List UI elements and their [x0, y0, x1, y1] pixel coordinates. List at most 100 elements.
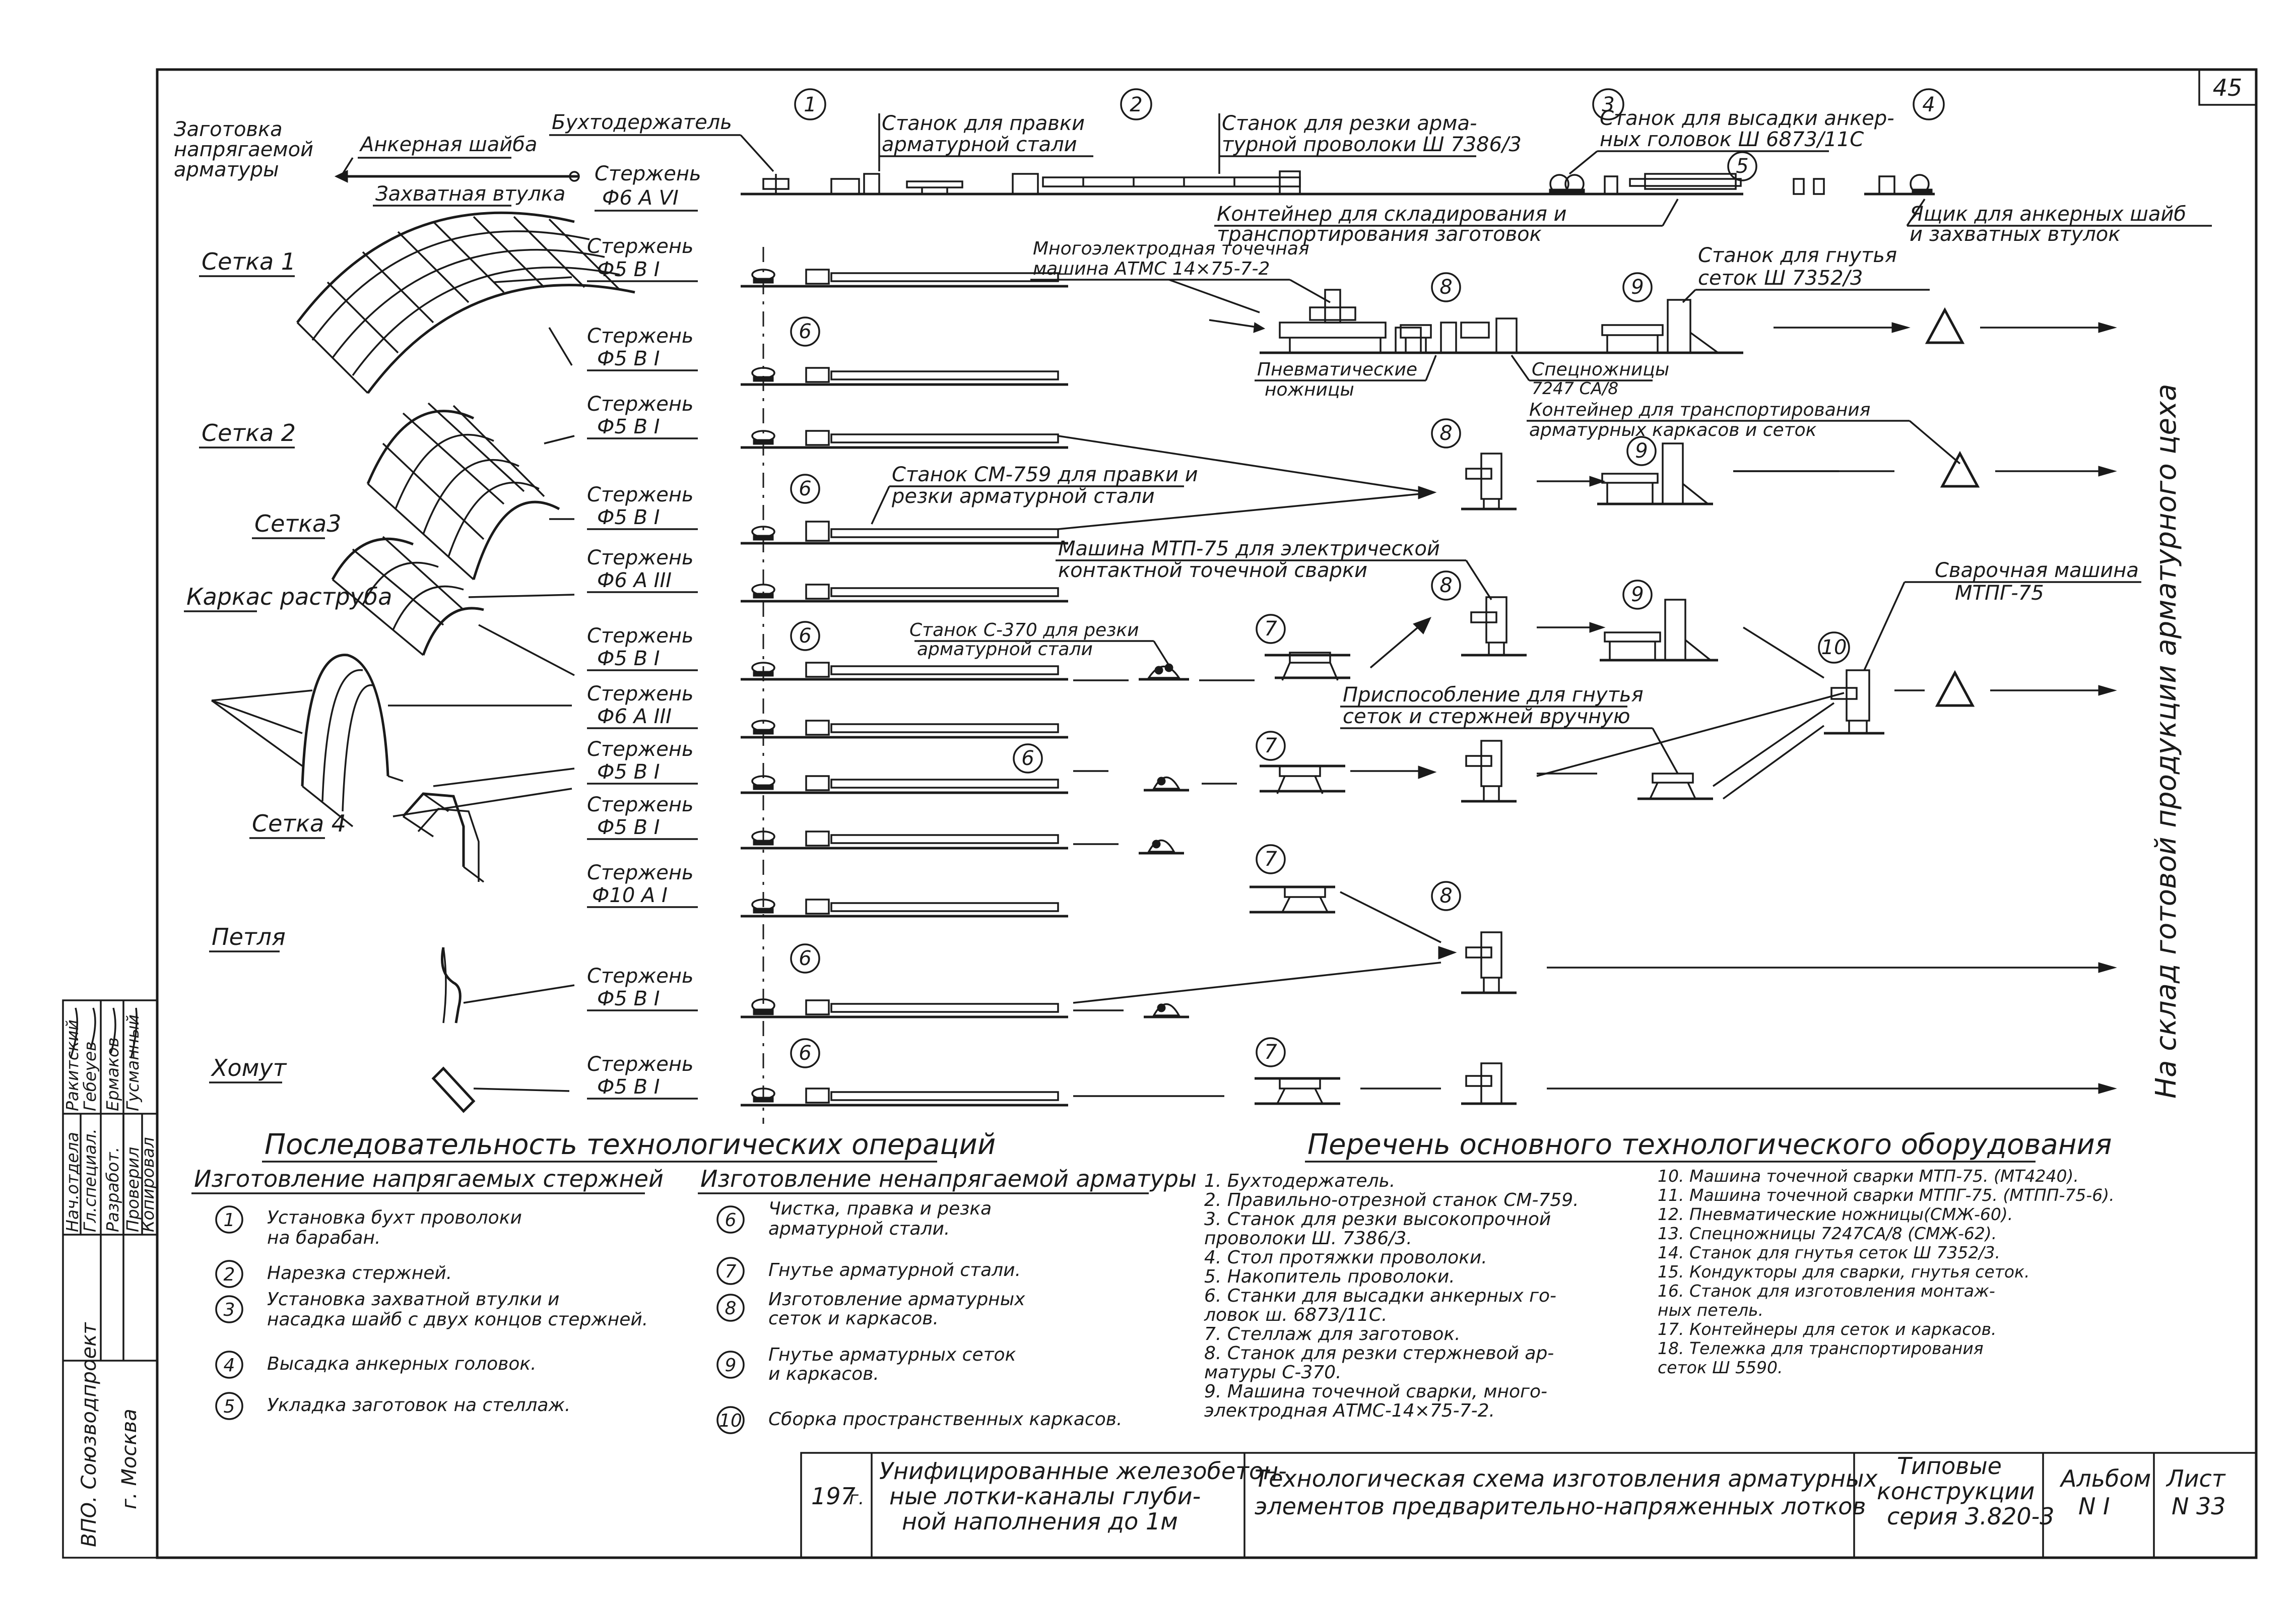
- label-karkas-rastruba: Каркас раструба: [186, 583, 392, 610]
- svg-text:10: 10: [1821, 636, 1847, 659]
- svg-text:ловок ш. 6873/11С.: ловок ш. 6873/11С.: [1204, 1305, 1387, 1325]
- title-year: 197: [811, 1483, 856, 1510]
- callout-6d: 6: [1013, 743, 1043, 774]
- label-svarochnaya-2: МТПГ-75: [1955, 582, 2044, 605]
- sequence-title: Последовательность технологических опера…: [265, 1128, 996, 1161]
- label-specnozhnicy-2: 7247 СА/8: [1532, 378, 1618, 398]
- svg-text:на барабан.: на барабан.: [267, 1228, 380, 1248]
- mtpg-welding-machine: [1824, 669, 1884, 735]
- bending-machine-2: [1597, 442, 1713, 505]
- bukhtoderzhatel-machine: [762, 174, 790, 194]
- callout-5: 5: [1727, 151, 1757, 181]
- svg-text:Укладка заготовок на стеллаж.: Укладка заготовок на стеллаж.: [267, 1395, 570, 1416]
- label-zakhvatnaya-vtulka: Захватная втулка: [375, 182, 565, 206]
- svg-text:Ф5 В I: Ф5 В I: [597, 347, 660, 370]
- line-row-3: [741, 430, 1068, 449]
- atms-welding-machine: [1279, 289, 1422, 354]
- svg-text:10. Машина точечной сварки МТП: 10. Машина точечной сварки МТП-75. (МТ42…: [1658, 1166, 2079, 1186]
- rod-top-line1: Стержень: [595, 162, 701, 185]
- svg-text:насадка шайб с двух концов сте: насадка шайб с двух концов стержней.: [267, 1309, 648, 1330]
- svg-text:7: 7: [1264, 848, 1277, 871]
- label-pnevmaticheskie-1: Пневматические: [1257, 359, 1417, 380]
- label-zagotovka-3: арматуры: [174, 158, 279, 181]
- callout-6e: 6: [790, 943, 820, 974]
- svg-text:ных петель.: ных петель.: [1658, 1300, 1763, 1320]
- svg-text:7. Стеллаж для заготовок.: 7. Стеллаж для заготовок.: [1204, 1324, 1461, 1345]
- svg-text:Стержень: Стержень: [587, 393, 694, 416]
- title-series-2: конструкции: [1877, 1478, 2035, 1505]
- svg-text:8: 8: [725, 1298, 737, 1319]
- svg-text:7: 7: [1264, 1041, 1277, 1064]
- svg-text:5: 5: [1736, 155, 1748, 178]
- label-khomut: Хомут: [211, 1054, 287, 1081]
- title-sheet-1: Лист: [2166, 1465, 2226, 1492]
- s370-cutter-1: [1139, 663, 1189, 681]
- mesh-3-drawing: [331, 536, 484, 656]
- callout-6b: 6: [790, 474, 820, 504]
- cutting-tables: [1400, 317, 1518, 354]
- callout-1: 1: [794, 88, 826, 120]
- label-stanok-sm759-2: резки арматурной стали: [891, 485, 1155, 508]
- svg-text:9. Машина точечной сварки, мно: 9. Машина точечной сварки, много-: [1204, 1381, 1547, 1402]
- svg-text:7: 7: [725, 1261, 737, 1282]
- svg-text:Стержень: Стержень: [587, 546, 694, 569]
- callout-8b: 8: [1431, 418, 1461, 449]
- svg-text:Ф5 В I: Ф5 В I: [597, 1075, 660, 1099]
- mtp-welding-machine-5: [1461, 1062, 1517, 1105]
- s370-cutter-4: [1144, 1003, 1189, 1018]
- mesh-4-drawing: [392, 788, 572, 883]
- svg-text:10: 10: [719, 1411, 742, 1431]
- svg-text:Гл.специал.: Гл.специал.: [80, 1128, 100, 1232]
- mesh-line-section: Многоэлектродная точечная машина АТМС 14…: [871, 238, 2141, 1105]
- svg-text:Разработ.: Разработ.: [103, 1147, 122, 1232]
- svg-text:5: 5: [224, 1396, 235, 1417]
- signatures: [70, 1007, 138, 1059]
- svg-text:Гусманный: Гусманный: [123, 1014, 143, 1111]
- svg-text:2. Правильно-отрезной станок С: 2. Правильно-отрезной станок СМ-759.: [1204, 1190, 1579, 1210]
- svg-text:Копировал: Копировал: [138, 1137, 158, 1232]
- mtp-welding-machine-3: [1461, 740, 1517, 803]
- label-petlya: Петля: [212, 923, 286, 950]
- title-series-3: серия 3.820-3: [1887, 1503, 2055, 1530]
- label-prisposoblenie-1: Приспособление для гнутья: [1343, 683, 1644, 707]
- callout-7b: 7: [1256, 731, 1286, 761]
- sequence-col1-title: Изготовление напрягаемых стержней: [194, 1165, 664, 1192]
- line-row-11: [741, 998, 1068, 1018]
- title-series-1: Типовые: [1897, 1452, 2002, 1480]
- bending-jig-2: [1260, 764, 1345, 794]
- mtp-welding-machine-1: [1461, 453, 1517, 510]
- svg-text:матуры С-370.: матуры С-370.: [1204, 1362, 1342, 1383]
- svg-text:15. Кондукторы для сварки, гну: 15. Кондукторы для сварки, гнутья сеток.: [1658, 1262, 2029, 1282]
- label-mnogoelektrodnaya-1: Многоэлектродная точечная: [1033, 238, 1309, 259]
- svg-text:Нач.отдела: Нач.отдела: [62, 1132, 82, 1232]
- equipment-col2: 10. Машина точечной сварки МТП-75. (МТ42…: [1658, 1166, 2115, 1377]
- label-specnozhnicy-1: Спецножницы: [1532, 359, 1669, 380]
- prestressed-rod-row: Заготовка напрягаемой арматуры Анкерная …: [174, 88, 2212, 246]
- svg-text:9: 9: [725, 1355, 737, 1376]
- svg-text:Ф5 В I: Ф5 В I: [597, 258, 660, 281]
- bending-machine-1: [1601, 299, 1719, 354]
- mesh-1-drawing: [296, 211, 635, 394]
- svg-text:9: 9: [1631, 276, 1644, 299]
- label-stanok-pravki-2: арматурной стали: [882, 133, 1077, 156]
- svg-text:6: 6: [725, 1210, 737, 1231]
- svg-text:8: 8: [1439, 422, 1452, 445]
- grip-sleeve-icon: [569, 171, 580, 182]
- svg-text:16. Станок для изготовления мо: 16. Станок для изготовления монтаж-: [1658, 1281, 1995, 1301]
- svg-text:14. Станок для гнутья сеток Ш: 14. Станок для гнутья сеток Ш 7352/3.: [1658, 1243, 2000, 1262]
- cage-drawing: [211, 654, 404, 827]
- line-row-2: [741, 367, 1068, 386]
- label-stanok-s370-1: Станок С-370 для резки: [909, 620, 1139, 641]
- callout-6c: 6: [790, 621, 820, 651]
- line-row-4: [741, 521, 1068, 545]
- callout-8d: 8: [1431, 881, 1461, 911]
- loop-drawing: [441, 947, 575, 1024]
- left-stamp: Нач.отдела Гл.специал. Разработ. Провери…: [62, 999, 158, 1559]
- svg-text:9: 9: [1635, 439, 1648, 463]
- svg-text:Стержень: Стержень: [587, 325, 694, 348]
